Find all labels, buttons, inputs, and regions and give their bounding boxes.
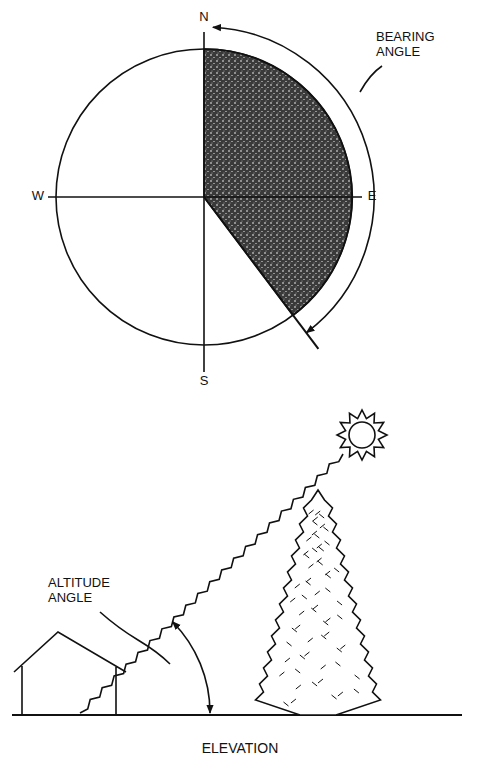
compass-plan — [48, 27, 382, 372]
angle-label: BEARING ANGLE — [376, 30, 448, 60]
view-caption: ELEVATION — [202, 740, 279, 756]
tree-outline — [256, 490, 381, 715]
bearing-arc — [213, 27, 374, 333]
altitude-arc — [173, 622, 211, 713]
north-south-axis — [203, 32, 205, 372]
compass-letter: S — [200, 374, 209, 389]
house — [14, 632, 126, 715]
leader-line — [360, 66, 382, 92]
tree — [256, 490, 381, 715]
tree-texture — [279, 510, 359, 706]
elevation-view — [12, 410, 462, 715]
sun-disc — [349, 422, 375, 448]
bearing-line — [204, 197, 318, 349]
sun-rays — [337, 410, 387, 460]
sun-ray — [80, 454, 343, 713]
angle-label: ALTITUDE ANGLE — [48, 576, 124, 606]
leader-line — [100, 612, 170, 664]
compass-letter: E — [368, 189, 377, 204]
compass-letter: N — [199, 10, 208, 25]
ground-line — [12, 714, 462, 716]
sun — [337, 410, 387, 460]
compass-letter: W — [32, 189, 44, 204]
